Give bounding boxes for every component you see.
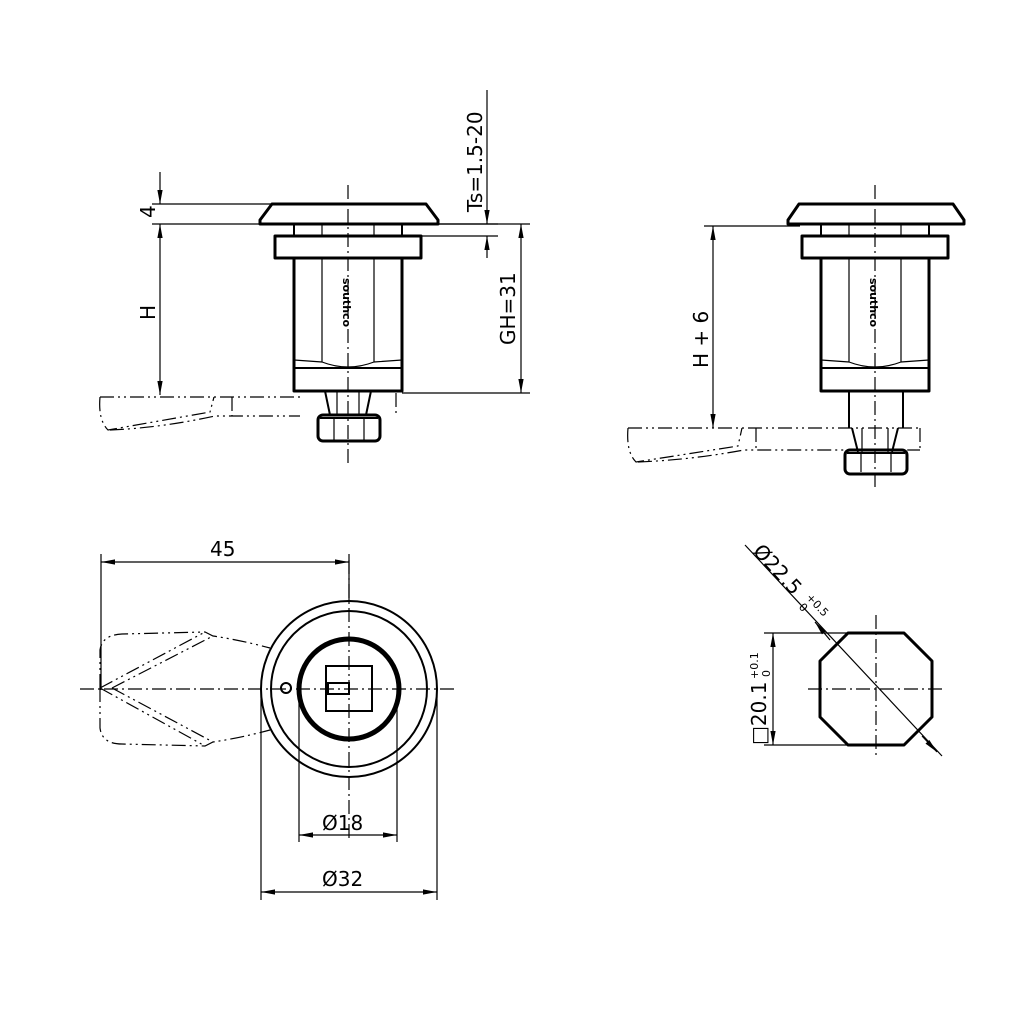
dim-height: H [136,305,160,320]
keyway-slot [327,682,350,695]
cam-phantom [627,427,920,463]
panel-cutout-view: Ø22.5 +0.5 0 □20.1 +0.1 0 [744,539,945,757]
side-view-right: southco H + 6 [627,185,966,490]
indicator-dot [280,682,292,694]
dim-cam-length: 45 [210,537,235,561]
cam-phantom [99,396,300,431]
side-view-left: southco 4 H Ts=1.5-20 GH=31 [99,90,530,465]
hex-nut [843,448,909,476]
lock-body [292,256,404,393]
dim-cutout-square-tol-lower: 0 [760,670,773,677]
flange-ring [270,610,428,768]
dim-panel-thickness: Ts=1.5-20 [463,111,487,213]
cam-phantom-upper [99,631,271,688]
diameter-leader [744,544,943,757]
front-view: 45 Ø18 Ø32 [80,537,455,900]
lock-cap [786,202,966,226]
dim-top-flange: 4 [136,205,160,218]
dim-cutout-square: □20.1 [747,682,771,745]
brand-mark: southco [867,278,880,328]
brand-mark: southco [340,278,353,328]
square-drive [325,665,373,712]
lock-cap [258,202,440,226]
dim-outer-diameter: Ø32 [322,867,363,891]
dim-inner-diameter: Ø18 [322,811,363,835]
hex-nut [316,413,382,443]
dim-grip-height: GH=31 [496,272,520,345]
dim-cutout-square-tol-upper: +0.1 [748,652,761,679]
lock-body [819,256,931,393]
cam-phantom-lower [99,688,271,747]
dim-height-plus-6: H + 6 [689,311,713,368]
cutout-profile [818,631,934,747]
dim-cutout-diameter: Ø22.5 [748,539,807,599]
